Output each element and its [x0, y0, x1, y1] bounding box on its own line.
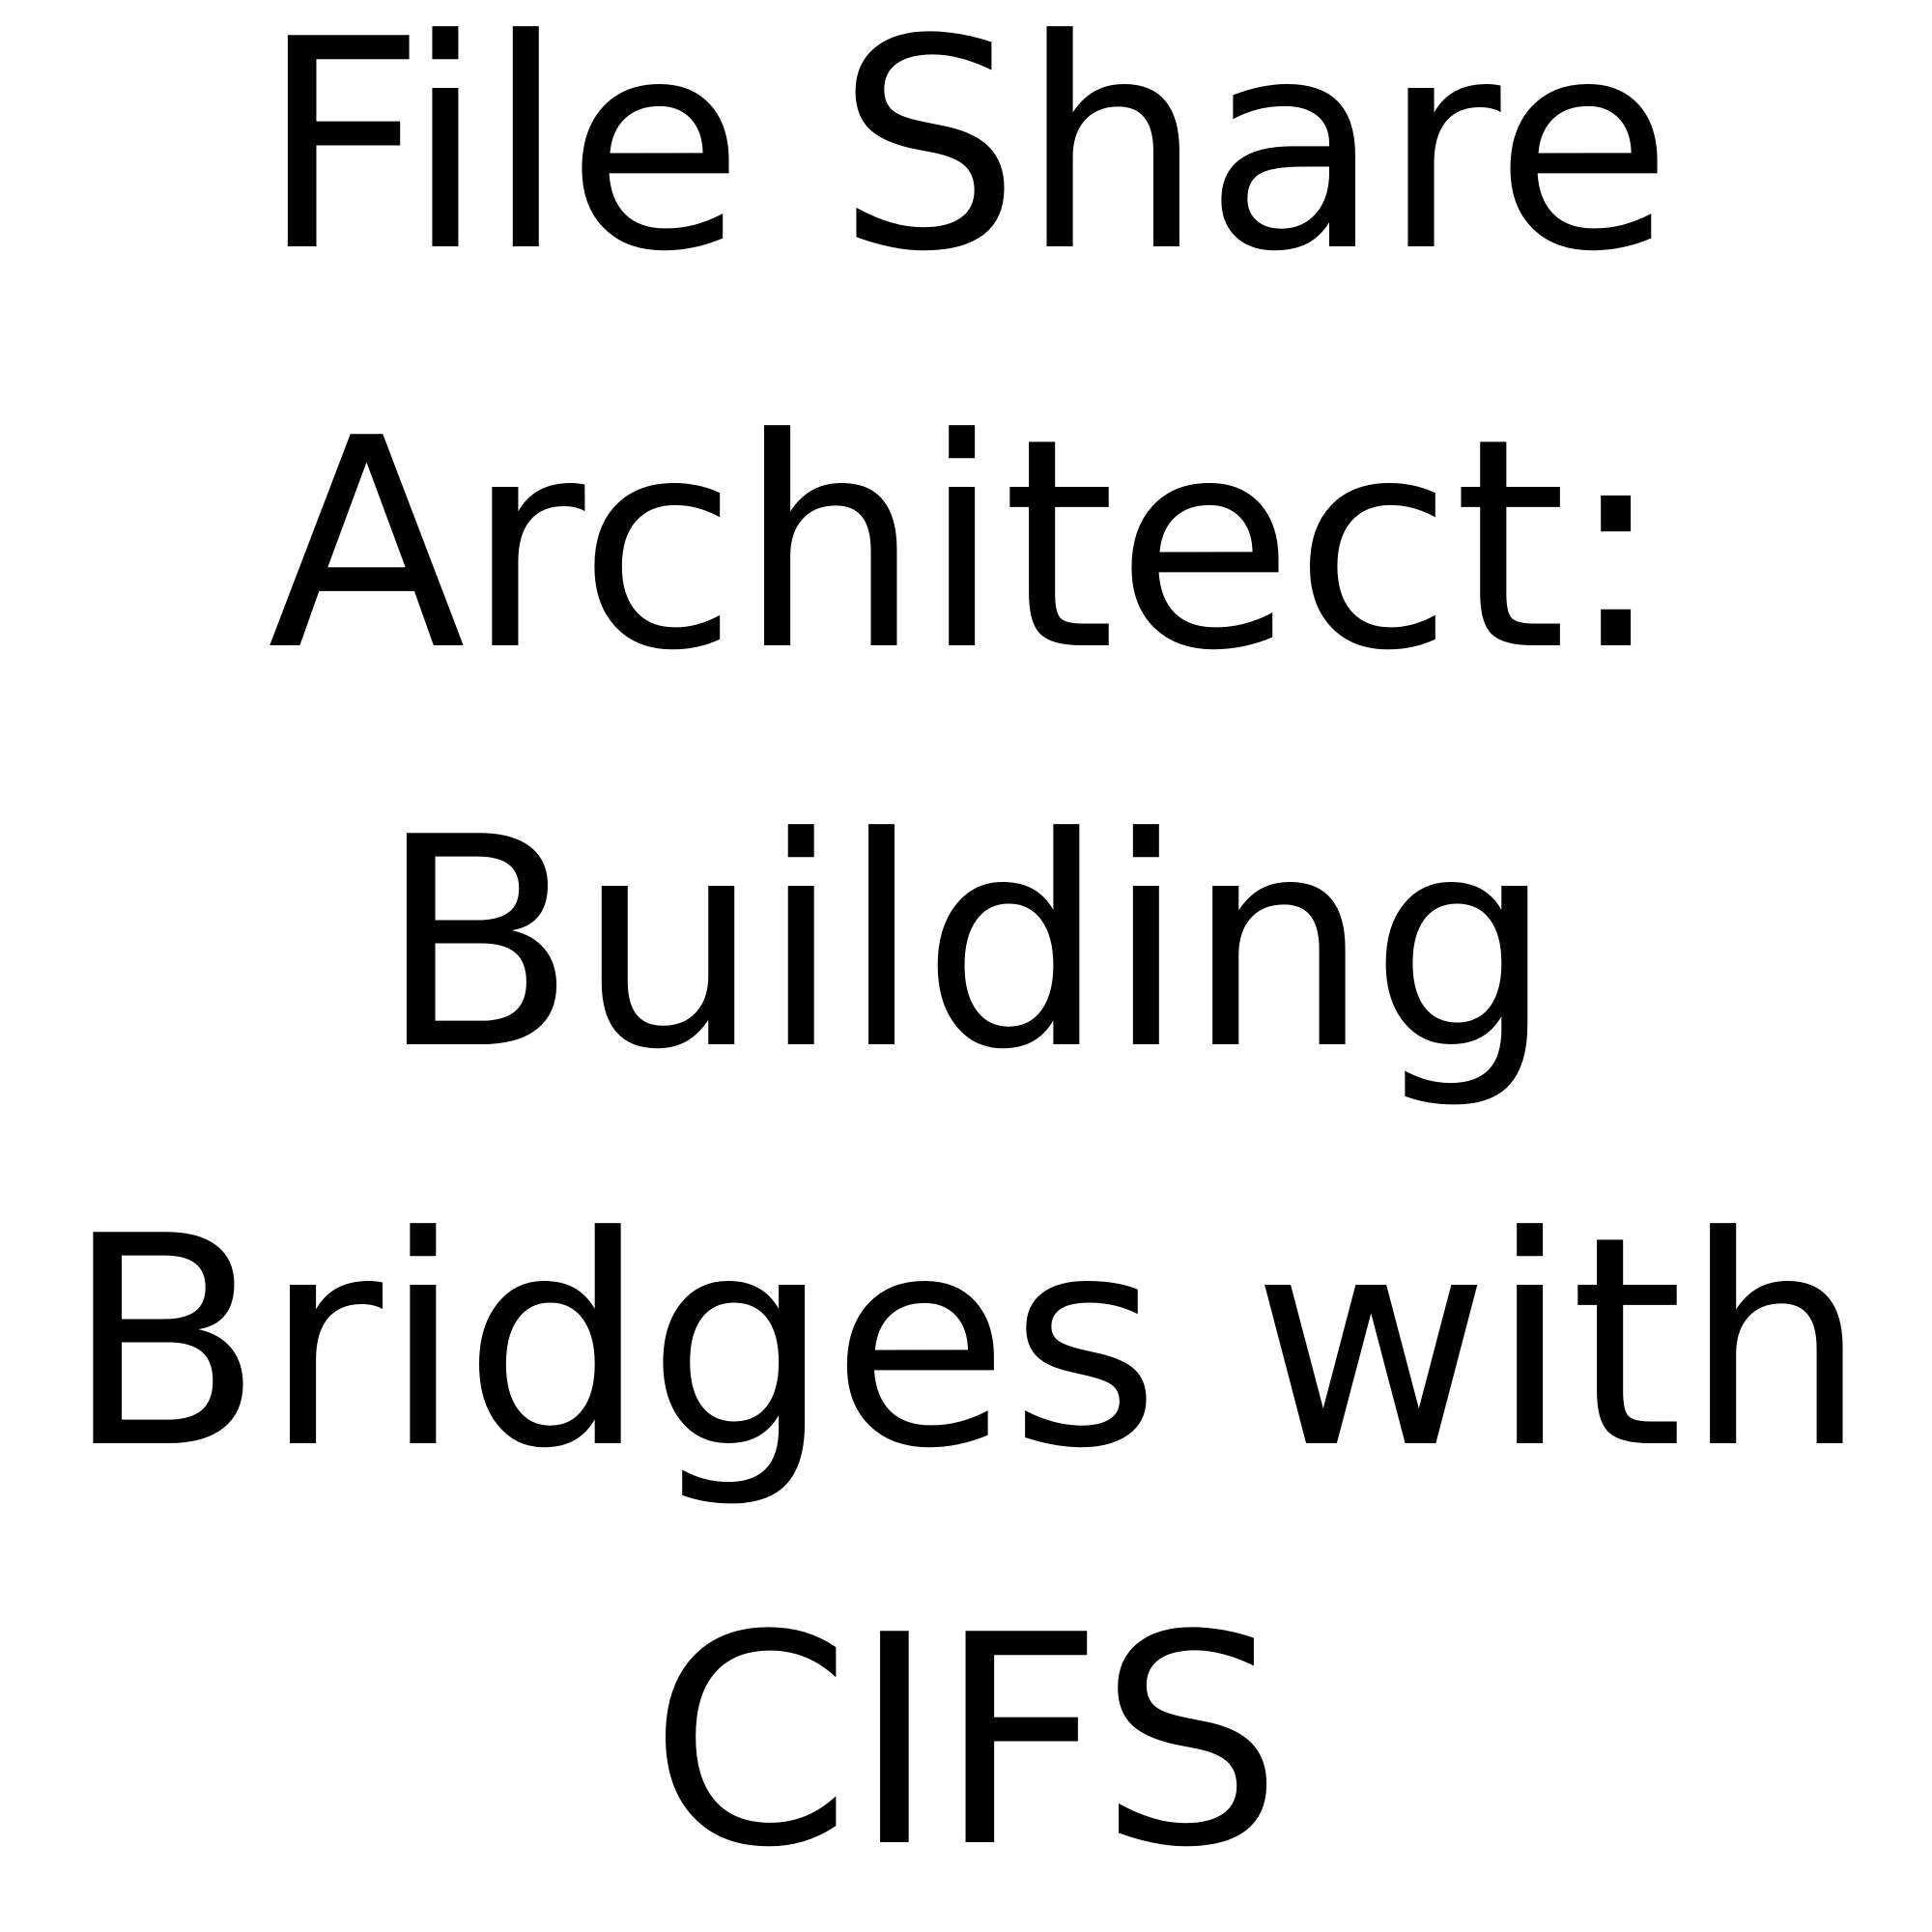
title-line-1: File Share	[259, 0, 1673, 315]
title-line-4: Bridges with	[64, 1175, 1868, 1512]
title-line-3: Building	[378, 776, 1554, 1113]
title-line-5: CIFS	[649, 1574, 1283, 1911]
title-line-2: Architect:	[267, 377, 1665, 714]
